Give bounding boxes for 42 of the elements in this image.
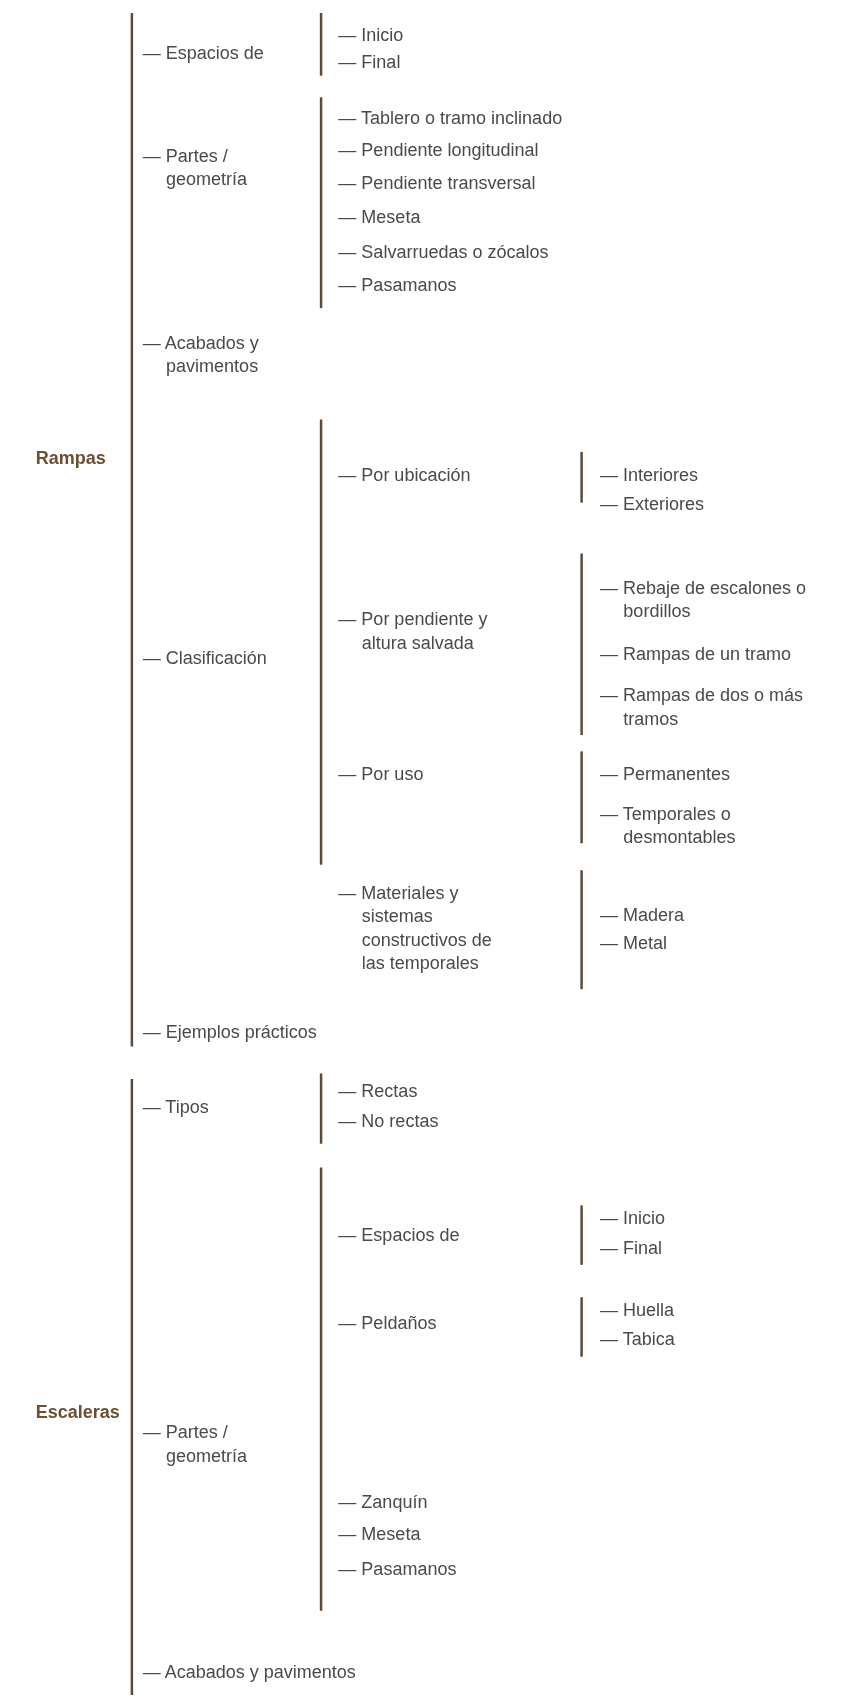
outline-item: — Pendiente transversal [338, 172, 536, 195]
outline-item: — Exteriores [599, 493, 704, 517]
outline-item: — Huella [599, 1299, 674, 1323]
outline-item: — No rectas [338, 1110, 439, 1134]
outline-item: — Peldaños [338, 1312, 437, 1336]
outline-item: — Meseta [338, 1523, 421, 1547]
category-heading: Escaleras [35, 1401, 120, 1425]
outline-item: — Espacios de [338, 1223, 460, 1247]
outline-item: — Salvarruedas o zócalos [338, 241, 549, 265]
outline-item: — Zanquín [338, 1490, 428, 1514]
outline-item: — Materiales y sistemas constructivos de las temporales [338, 881, 493, 976]
outline-item: — Por ubicación [338, 463, 471, 487]
outline-item: — Por uso [338, 763, 424, 787]
category-heading: Rampas [35, 447, 106, 471]
outline-item: — Rampas de un tramo [599, 643, 792, 667]
outline-item: — Pasamanos [338, 274, 457, 298]
outline-item: — Final [338, 50, 401, 74]
outline-item: — Acabados y pavimentos [142, 1661, 356, 1685]
outline-item: — Inicio [599, 1207, 665, 1231]
outline-item: — Acabados y pavimentos [142, 331, 260, 378]
outline-item: — Partes / geometría [142, 1420, 249, 1468]
outline-item: — Por pendiente y altura salvada [338, 607, 489, 655]
outline-item: — Tablero o tramo inclinado [338, 107, 563, 131]
outline-item: — Metal [599, 932, 667, 955]
outline-item: — Meseta [338, 206, 421, 230]
outline-item: — Rebaje de escalones o bordillos [599, 576, 808, 623]
outline-item: — Tabica [599, 1328, 675, 1352]
outline-item: — Temporales o desmontables [599, 802, 737, 849]
outline-item: — Ejemplos prácticos [142, 1021, 317, 1045]
outline-item: — Pasamanos [338, 1557, 457, 1581]
outline-item: — Permanentes [599, 763, 731, 787]
outline-item: — Final [599, 1236, 662, 1260]
outline-item: — Rectas [338, 1080, 418, 1104]
outline-item: — Clasificación [142, 647, 267, 671]
outline-item: — Espacios de [142, 42, 264, 66]
outline-item: — Pendiente longitudinal [338, 139, 539, 163]
outline-item: — Tipos [142, 1096, 209, 1120]
outline-item: — Partes / geometría [142, 144, 249, 191]
outline-item: — Inicio [338, 23, 404, 47]
outline-item: — Rampas de dos o más tramos [599, 683, 805, 730]
outline-item: — Madera [599, 903, 684, 927]
outline-item: — Interiores [599, 463, 698, 487]
